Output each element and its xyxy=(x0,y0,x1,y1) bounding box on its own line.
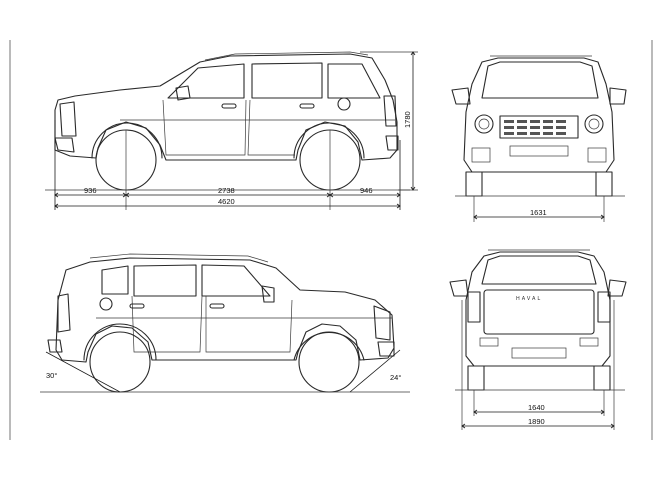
bottom-fuel-cap xyxy=(99,297,113,311)
bottom-rear-window xyxy=(133,264,197,297)
rear-right-lamp xyxy=(597,291,611,323)
front-left-headlamp xyxy=(474,114,494,134)
rear-plate xyxy=(511,347,567,359)
front-left-tyre xyxy=(465,171,483,197)
side-view-top xyxy=(45,51,410,210)
wheelbase-label: 2738 xyxy=(218,186,235,195)
bottom-rear-wheel xyxy=(89,331,151,393)
front-right-tyre xyxy=(595,171,613,197)
departure-angle-line xyxy=(45,351,121,393)
front-right-headlamp xyxy=(584,114,604,134)
tailgate xyxy=(483,289,595,335)
bottom-rear-handle xyxy=(129,303,145,309)
fuel-cap xyxy=(337,97,351,111)
rear-door-handle xyxy=(299,103,315,109)
rear-overhang-label: 946 xyxy=(360,186,373,195)
front-grille xyxy=(499,115,579,139)
front-window xyxy=(167,63,245,99)
rear-right-tyre xyxy=(593,365,611,391)
side-mirror xyxy=(175,85,191,101)
overall-length-label: 4620 xyxy=(218,197,235,206)
front-left-mirror xyxy=(451,87,471,105)
approach-angle-label: 24° xyxy=(390,373,401,382)
bottom-headlamp xyxy=(373,305,391,341)
front-view xyxy=(451,55,627,197)
rear-width-dimensions xyxy=(461,300,615,430)
rear-left-mirror xyxy=(449,279,469,297)
windshield xyxy=(481,61,599,99)
bottom-quarter-window xyxy=(101,265,129,295)
bottom-front-wheel xyxy=(298,331,360,393)
rear-right-mirror xyxy=(607,279,627,297)
front-plate xyxy=(509,145,569,157)
overall-width-label: 1890 xyxy=(528,417,545,426)
rear-left-tyre xyxy=(467,365,485,391)
tail-lamp xyxy=(383,95,397,127)
rear-left-lamp xyxy=(467,291,481,323)
quarter-window xyxy=(327,63,381,99)
departure-angle-label: 30° xyxy=(46,371,57,380)
bottom-front-handle xyxy=(209,303,225,309)
height-label: 1780 xyxy=(403,111,412,128)
rear-badge: HAVAL xyxy=(516,296,542,302)
rear-track-label: 1640 xyxy=(528,403,545,412)
front-door-handle xyxy=(221,103,237,109)
approach-angle-line xyxy=(349,349,401,393)
rear-view: HAVAL xyxy=(449,249,627,391)
rear-window xyxy=(481,255,597,285)
front-track-label: 1631 xyxy=(530,208,547,217)
side-view-bottom xyxy=(40,253,410,393)
front-right-mirror xyxy=(609,87,627,105)
rear-door-window xyxy=(251,62,323,99)
bottom-side-mirror xyxy=(261,285,275,303)
headlamp xyxy=(59,101,77,137)
front-track-dimension xyxy=(473,196,605,222)
front-overhang-label: 936 xyxy=(84,186,97,195)
side-dimensions xyxy=(54,51,418,210)
bottom-tail-lamp xyxy=(57,293,71,333)
bottom-front-window xyxy=(201,264,271,297)
